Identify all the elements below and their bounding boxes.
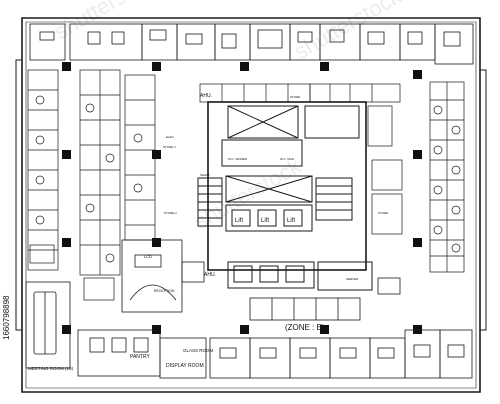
top-offices (29, 23, 474, 65)
electrical-label: ELEC. (166, 135, 175, 139)
bottom-offices (159, 277, 473, 379)
left-workstations (27, 69, 156, 301)
structural-columns (62, 62, 422, 334)
reception-area (121, 239, 205, 313)
store-right-label: STORE (378, 211, 388, 215)
ahu-lower-label: AHU. (204, 272, 216, 278)
outer-walls (15, 17, 487, 393)
wc-man-label: W.C. MAN (280, 157, 294, 161)
reception-label: RECEPTION (154, 289, 175, 293)
upper-middle-workstations (199, 83, 401, 103)
lift-label-2: Lift (261, 218, 269, 224)
zone-label: (ZONE : E) (285, 323, 325, 332)
store-1-label: STORE 1 (163, 145, 176, 149)
meeting-room (25, 281, 71, 369)
meeting-room-label: MEETING ROOM (19) (28, 366, 74, 371)
glass-room-label: GLASS ROOM (183, 348, 214, 353)
right-workstations (367, 81, 465, 273)
wc-women-label: W.C. WOMEN (228, 157, 247, 161)
display-room-label: DISPLAY ROOM (166, 363, 204, 369)
room-labels: (ZONE : E) MEETING ROOM (19) PANTRY DISP… (2, 93, 388, 371)
shaft-label: SHAFT (200, 173, 210, 177)
ahu-upper-label: AHU. (200, 93, 212, 99)
store-mid-label: STORE (290, 95, 300, 99)
serial-number: 1660798898 (2, 295, 11, 340)
pantry (77, 329, 161, 377)
pantry-label: PANTRY (130, 354, 150, 360)
lift-label-1: Lift (235, 218, 243, 224)
lift-label-3: Lift (287, 218, 295, 224)
lcd-label: LCD (144, 254, 152, 259)
store-2-label: STORE 2 (164, 211, 177, 215)
server-label: SERVER (346, 277, 359, 281)
